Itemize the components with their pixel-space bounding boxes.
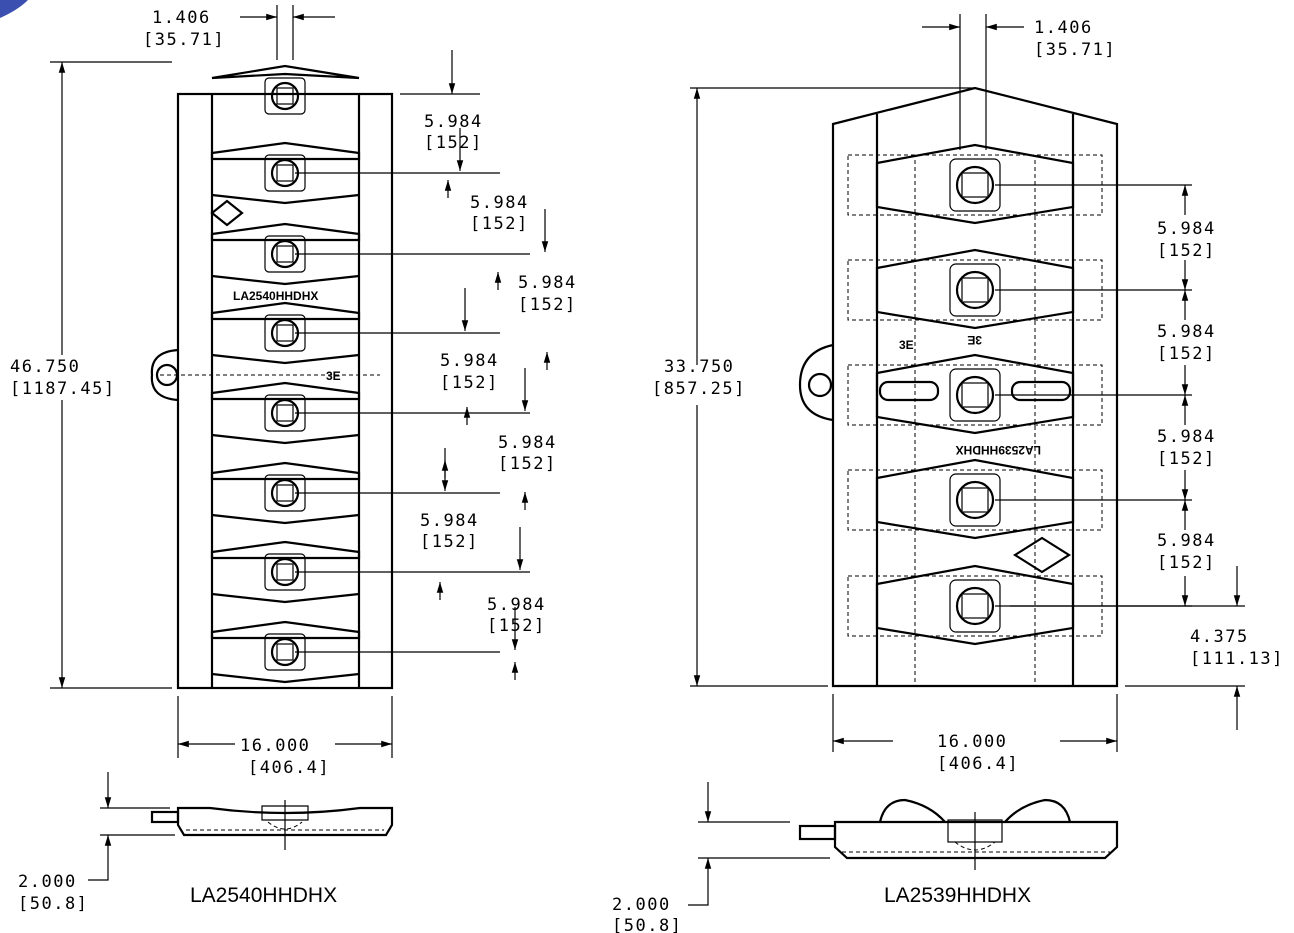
left-thickness-mm: [50.8] <box>18 894 88 914</box>
left-overall-mm: [406.4] <box>248 758 330 778</box>
left-logo <box>210 199 244 227</box>
left-part-marking: LA2540HHDHX <box>233 289 318 303</box>
left-top-cap <box>211 64 360 80</box>
left-pitch-mm-5: [152] <box>498 454 557 474</box>
right-pitch-in-2: 5.984 <box>1157 322 1216 342</box>
right-thickness-in: 2.000 <box>612 895 671 915</box>
left-insert <box>210 620 500 684</box>
right-width-mm: [35.71] <box>1034 40 1116 60</box>
right-side-view <box>688 782 1119 906</box>
right-top-view <box>798 86 1192 688</box>
left-top-view <box>150 64 530 690</box>
right-pitch-mm-4: [152] <box>1157 553 1216 573</box>
left-lug <box>150 348 179 402</box>
left-pitch-in-1: 5.984 <box>424 112 483 132</box>
right-insert <box>847 458 1192 540</box>
left-insert <box>210 301 500 365</box>
left-insert <box>210 222 530 286</box>
right-thickness-mm: [50.8] <box>612 916 682 933</box>
left-pitch-in-6: 5.984 <box>420 511 479 531</box>
left-body-outline <box>176 92 394 690</box>
left-width-in: 1.406 <box>152 8 211 28</box>
left-pitch-in-3: 5.984 <box>518 273 577 293</box>
left-pitch-mm-1: [152] <box>424 133 483 153</box>
right-dimensions <box>690 14 1245 752</box>
left-pitch-mm-3: [152] <box>518 295 577 315</box>
right-height-mm: [857.25] <box>652 379 746 399</box>
left-insert <box>210 461 500 525</box>
left-pitch-in-7: 5.984 <box>487 595 546 615</box>
right-lug <box>798 343 834 422</box>
right-width-in: 1.406 <box>1034 18 1093 38</box>
left-pitch-mm-2: [152] <box>470 214 529 234</box>
left-dimensions <box>50 5 551 758</box>
right-body-outline <box>831 86 1119 688</box>
right-pitch-mm-2: [152] <box>1157 344 1216 364</box>
right-insert <box>847 248 1192 330</box>
left-pitch-in-5: 5.984 <box>498 433 557 453</box>
right-insert <box>847 353 1192 435</box>
right-side-marking-2: 3E <box>967 333 982 347</box>
left-insert <box>210 540 530 604</box>
right-pitch-in-4: 5.984 <box>1157 531 1216 551</box>
left-insert <box>210 381 530 445</box>
left-side-view <box>88 772 394 881</box>
left-height-in: 46.750 <box>10 357 80 377</box>
right-pitch-in-1: 5.984 <box>1157 219 1216 239</box>
right-end-in: 4.375 <box>1190 627 1249 647</box>
left-overall-in: 16.000 <box>240 736 310 756</box>
right-overall-in: 16.000 <box>937 732 1007 752</box>
right-pitch-in-3: 5.984 <box>1157 427 1216 447</box>
left-height-mm: [1187.45] <box>10 379 116 399</box>
left-pitch-mm-6: [152] <box>420 532 479 552</box>
right-insert <box>847 143 1192 225</box>
right-pitch-mm-3: [152] <box>1157 449 1216 469</box>
right-caption: LA2539HHDHX <box>884 884 1031 907</box>
right-insert <box>847 564 1192 646</box>
right-side-marking-1: 3E <box>899 338 914 352</box>
left-insert <box>264 77 306 115</box>
left-width-mm: [35.71] <box>143 30 225 50</box>
right-overall-mm: [406.4] <box>937 754 1019 774</box>
right-height-in: 33.750 <box>664 357 734 377</box>
right-part-marking: LA2539HHDHX <box>956 443 1041 457</box>
left-pitch-mm-7: [152] <box>487 616 546 636</box>
right-lug-hole <box>807 372 833 398</box>
corner-logo <box>0 0 28 18</box>
right-logo <box>1012 536 1072 574</box>
left-side-marking: 3E <box>326 369 341 383</box>
right-end-mm: [111.13] <box>1190 649 1284 669</box>
left-caption: LA2540HHDHX <box>190 884 337 907</box>
left-insert <box>210 141 500 205</box>
left-thickness-in: 2.000 <box>18 872 77 892</box>
right-pitch-mm-1: [152] <box>1157 241 1216 261</box>
left-pitch-in-2: 5.984 <box>470 193 529 213</box>
left-pitch-mm-4: [152] <box>440 373 499 393</box>
left-pitch-in-4: 5.984 <box>440 351 499 371</box>
